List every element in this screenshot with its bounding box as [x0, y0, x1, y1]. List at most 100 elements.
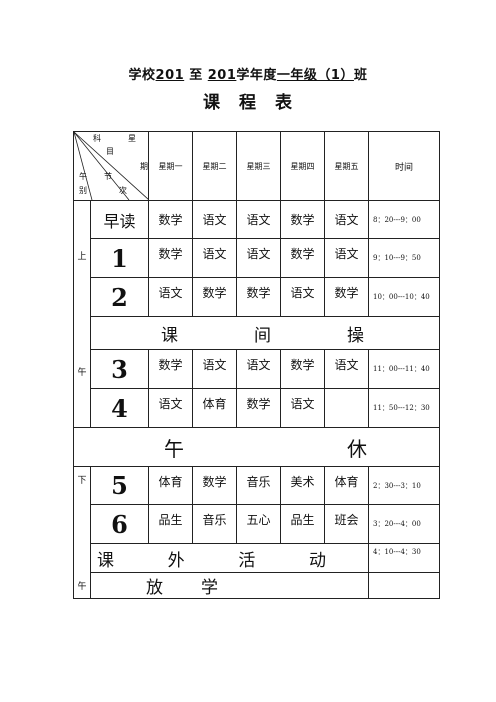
corner-period-char: 次	[119, 186, 127, 195]
session-char: 午	[77, 368, 87, 378]
subject-cell: 美术	[280, 466, 325, 505]
subject-cell: 语文	[324, 349, 369, 389]
activity-char: 活	[238, 550, 256, 571]
activity-row: 课 外 活 动 4：10---4：30	[74, 543, 440, 573]
corner-diagonals	[74, 132, 148, 200]
subject-cell	[324, 388, 369, 428]
subject-cell: 体育	[324, 466, 369, 505]
title-prefix: 学校	[128, 68, 156, 83]
day-header: 星期四	[280, 131, 325, 201]
subject-cell: 语文	[324, 200, 369, 239]
subject-cell: 语文	[280, 388, 325, 428]
title-year-start: 201	[155, 68, 185, 83]
page-subtitle: 课程表	[0, 88, 496, 113]
period-number: 1	[90, 238, 149, 278]
schedule-row: 上 午 早读 数学 语文 语文 数学 语文 8：20---9：00	[73, 200, 440, 428]
session-afternoon: 下 午	[73, 466, 91, 599]
subject-cell: 语文	[280, 277, 325, 317]
subject-cell: 数学	[148, 200, 193, 239]
noon-cell: 午 休	[73, 427, 440, 467]
schedule-row: 3 数学 语文 语文 数学 语文 11：00---11：40	[74, 349, 440, 389]
subject-cell: 数学	[192, 277, 237, 317]
subject-cell: 语文	[192, 238, 237, 278]
subject-cell: 数学	[148, 238, 193, 278]
subject-cell: 语文	[192, 349, 237, 389]
subject-cell: 数学	[236, 388, 281, 428]
session-morning: 上 午	[73, 200, 91, 428]
schedule-row: 6 品生 音乐 五心 品生 班会 3：20---4：00	[74, 504, 440, 544]
noon-row: 午 休	[73, 427, 440, 467]
subject-cell: 语文	[324, 238, 369, 278]
dismiss-char: 学	[201, 578, 218, 598]
corner-session-char: 午	[79, 172, 87, 181]
subject-cell: 数学	[148, 349, 193, 389]
subject-cell: 品生	[148, 504, 193, 544]
corner-session-char: 别	[79, 186, 87, 195]
subject-cell: 班会	[324, 504, 369, 544]
activity-char: 动	[308, 550, 326, 571]
subtitle-char: 表	[275, 93, 293, 113]
subject-cell: 品生	[280, 504, 325, 544]
time-header: 时间	[368, 131, 440, 201]
subject-cell: 语文	[148, 277, 193, 317]
empty-time-cell	[368, 572, 440, 599]
subject-cell: 数学	[280, 349, 325, 389]
subject-cell: 数学	[280, 238, 325, 278]
dismiss-row: 放 学	[74, 572, 440, 599]
corner-weekday-char: 期	[140, 162, 148, 171]
schedule-row: 2 语文 数学 数学 语文 数学 10：00---10：40	[74, 277, 440, 317]
noon-char: 休	[347, 436, 367, 461]
subject-cell: 数学	[236, 277, 281, 317]
activity-cell: 课 外 活 动	[90, 543, 369, 573]
corner-subject-char: 科	[93, 134, 101, 143]
title-suffix-1: 学年度	[236, 68, 277, 83]
exercise-char: 操	[347, 325, 364, 346]
subtitle-char: 课	[203, 93, 221, 113]
period-number: 4	[90, 388, 149, 428]
subject-cell: 语文	[236, 349, 281, 389]
exercise-char: 课	[161, 325, 178, 346]
day-header: 星期一	[148, 131, 193, 201]
subject-cell: 数学	[192, 466, 237, 505]
subject-cell: 语文	[236, 200, 281, 239]
period-number: 5	[90, 466, 149, 505]
exercise-row: 课 间 操	[74, 316, 440, 350]
schedule-row: 1 数学 语文 语文 数学 语文 9：10---9：50	[74, 238, 440, 278]
corner-subject-char: 目	[106, 147, 114, 156]
dismiss-cell: 放 学	[90, 572, 369, 599]
activity-char: 外	[167, 550, 185, 571]
time-cell: 11：50---12：30	[368, 388, 440, 428]
dismiss-char: 放	[146, 578, 163, 598]
day-header: 星期三	[236, 131, 281, 201]
header-row: 科 目 星 期 节 次 午 别 星期一 星期二 星期三 星期四 星期五 时间	[73, 131, 440, 201]
schedule-row: 下 午 5 体育 数学 音乐 美术 体育 2：30---3：10	[73, 466, 440, 599]
exercise-char: 间	[254, 325, 271, 346]
corner-weekday-char: 星	[128, 134, 136, 143]
time-cell: 10：00---10：40	[368, 277, 440, 317]
subject-cell: 五心	[236, 504, 281, 544]
time-cell: 3：20---4：00	[368, 504, 440, 544]
title-suffix-2: 班	[353, 68, 368, 83]
time-cell: 2：30---3：10	[368, 466, 440, 505]
title-grade: 一年级（1）	[276, 68, 354, 83]
period-number: 6	[90, 504, 149, 544]
title-year-end: 201	[207, 68, 237, 83]
session-char: 午	[77, 582, 87, 592]
noon-char: 午	[164, 436, 184, 461]
exercise-cell: 课 间 操	[90, 316, 440, 350]
activity-char: 课	[97, 550, 114, 571]
time-cell: 9：10---9：50	[368, 238, 440, 278]
subject-cell: 数学	[324, 277, 369, 317]
subject-cell: 语文	[148, 388, 193, 428]
session-char: 下	[77, 476, 87, 486]
subject-cell: 语文	[192, 200, 237, 239]
schedule-row: 4 语文 体育 数学 语文 11：50---12：30	[74, 388, 440, 428]
corner-cell: 科 目 星 期 节 次 午 别	[73, 131, 149, 201]
period-label: 早读	[90, 200, 149, 239]
subject-cell: 数学	[280, 200, 325, 239]
subject-cell: 体育	[148, 466, 193, 505]
schedule-table: 科 目 星 期 节 次 午 别 星期一 星期二 星期三 星期四 星期五 时间 上…	[73, 131, 440, 599]
subject-cell: 体育	[192, 388, 237, 428]
period-number: 2	[90, 277, 149, 317]
day-header: 星期二	[192, 131, 237, 201]
